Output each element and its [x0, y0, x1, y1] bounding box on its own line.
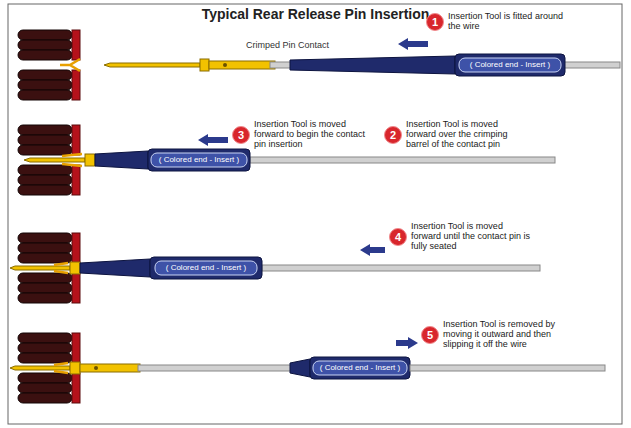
pin-tip [10, 366, 70, 370]
step-description: Insertion Tool is removed by moving it o… [443, 320, 567, 350]
step-description: Insertion Tool is moved forward over the… [406, 120, 530, 150]
inspection-hole [223, 63, 227, 67]
callout-number: 4 [389, 228, 407, 246]
contact-socket [60, 59, 80, 71]
tool-nose [95, 151, 148, 169]
pin-collar [200, 59, 209, 71]
tool-colored-end [455, 54, 565, 76]
inspection-hole [94, 366, 98, 370]
wire [138, 365, 310, 371]
crimp-barrel [80, 364, 140, 372]
direction-arrow [396, 337, 418, 349]
callout: 4Insertion Tool is moved forward until t… [389, 222, 535, 252]
contact-socket [54, 363, 68, 373]
pin-tip [104, 63, 200, 67]
callout: 3Insertion Tool is moved forward to begi… [232, 120, 378, 150]
callout: 1Insertion Tool is fitted around the wir… [426, 12, 572, 32]
callout-number: 5 [421, 326, 439, 344]
step-description: Insertion Tool is fitted around the wire [448, 12, 572, 32]
tool-band-label: ( Colored end - Insert ) [455, 59, 565, 71]
pin-tip [10, 266, 70, 270]
tool-colored-end [148, 149, 250, 171]
pin-collar [70, 262, 80, 274]
tool-band-label: ( Colored end - Insert ) [148, 154, 250, 166]
tool-colored-end [150, 257, 262, 279]
tool-nose [80, 259, 150, 277]
callout: 2Insertion Tool is moved forward over th… [384, 120, 530, 150]
step-description: Insertion Tool is moved forward to begin… [254, 120, 378, 150]
direction-arrow [398, 38, 428, 50]
wire [250, 157, 555, 163]
wire [262, 265, 540, 271]
direction-arrow [198, 134, 228, 146]
contact-socket [54, 263, 68, 273]
tool-band-label: ( Colored end - Insert ) [310, 362, 410, 374]
direction-arrow [360, 244, 385, 256]
pin-collar [85, 154, 95, 166]
callout-number: 3 [232, 126, 250, 144]
wire [410, 365, 605, 371]
callout: 5Insertion Tool is removed by moving it … [421, 320, 567, 350]
contact-socket [62, 154, 82, 166]
callout-number: 2 [384, 126, 402, 144]
tool-colored-end [310, 357, 410, 379]
step-description: Insertion Tool is moved forward until th… [411, 222, 535, 252]
pin-collar [70, 362, 80, 374]
tool-band-label: ( Colored end - Insert ) [150, 262, 262, 274]
crimp-barrel [209, 61, 275, 69]
part-name: Crimped Pin Contact [246, 40, 329, 50]
tool-nose [290, 56, 455, 74]
pin-tip [24, 158, 85, 162]
callout-number: 1 [426, 13, 444, 31]
tool-nose [290, 359, 310, 377]
frame [8, 4, 622, 424]
connector-block [18, 30, 80, 100]
